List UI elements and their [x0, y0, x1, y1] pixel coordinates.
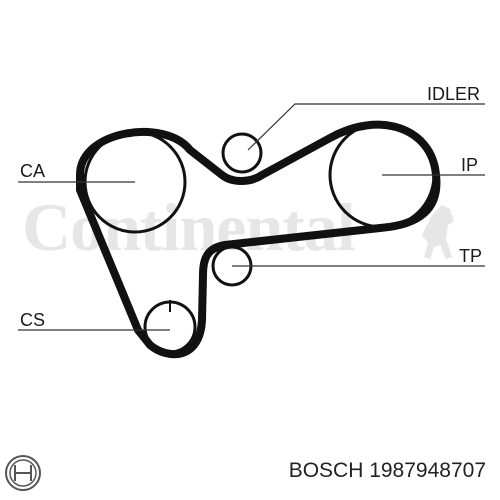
watermark-text: Continental — [22, 189, 355, 265]
bosch-logo-icon — [5, 455, 41, 491]
label-cs: CS — [20, 310, 45, 330]
part-caption: BOSCH 1987948707 — [288, 459, 486, 482]
label-ca: CA — [20, 161, 45, 181]
leader-line-idler — [247, 103, 485, 151]
pulley-idler — [221, 132, 263, 174]
watermark-horse-icon — [422, 205, 454, 259]
label-idler: IDLER — [427, 84, 480, 104]
label-ip: IP — [461, 155, 478, 175]
footer: BOSCH 1987948707 — [0, 453, 500, 493]
label-tp: TP — [459, 246, 482, 266]
